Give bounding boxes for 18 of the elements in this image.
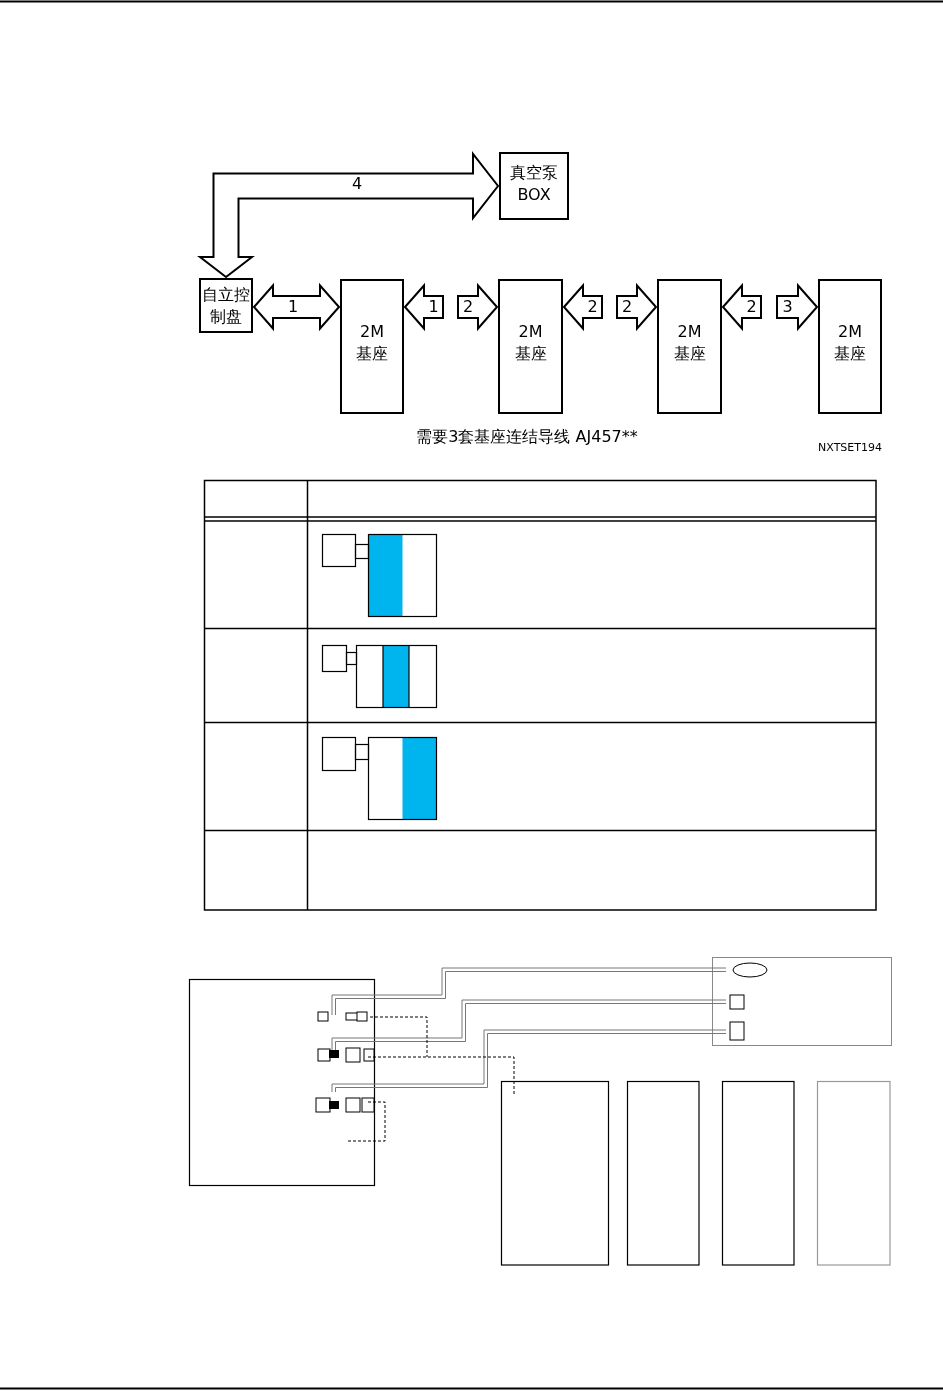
edge-label: 1 <box>286 299 300 315</box>
base-box: 2M 基座 <box>340 279 404 414</box>
caption-text: 需要3套基座连结导线 AJ457** <box>416 428 638 446</box>
pump-box: 真空泵 BOX <box>499 152 569 220</box>
edge-label: 1 <box>427 299 440 315</box>
edge-label: 2 <box>620 299 634 315</box>
drawing-code: NXTSET194 <box>818 441 882 454</box>
edge-label: 3 <box>781 299 794 315</box>
block-arrow <box>197 151 500 279</box>
control-panel-box: 自立控制盘 <box>199 278 253 333</box>
edge-label: 2 <box>586 299 599 315</box>
block-arrow <box>252 282 341 332</box>
base-box: 2M 基座 <box>657 279 722 414</box>
edge-label: 2 <box>745 299 758 315</box>
base-box: 2M 基座 <box>498 279 563 414</box>
base-box: 2M 基座 <box>818 279 882 414</box>
edge-label: 4 <box>350 176 364 192</box>
edge-label: 2 <box>461 299 475 315</box>
